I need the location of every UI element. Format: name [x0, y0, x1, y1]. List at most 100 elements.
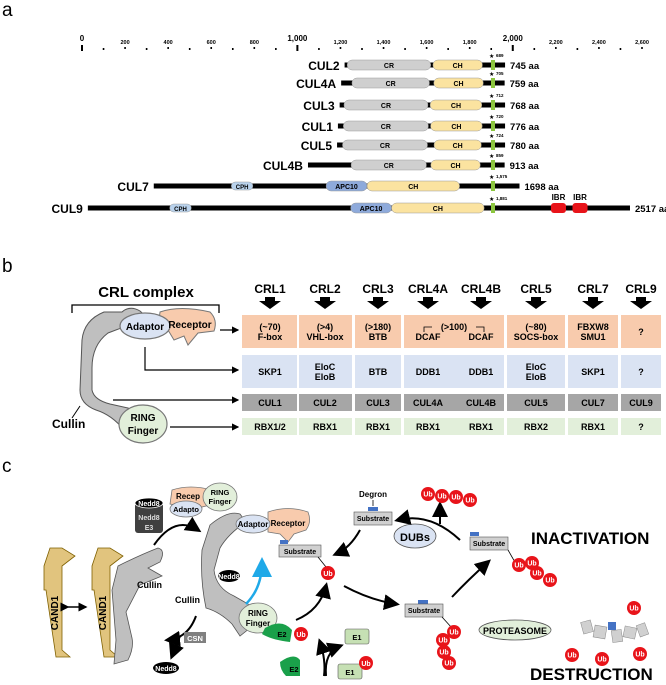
ring-label: RING: [131, 413, 156, 424]
receptor-cell: [621, 315, 661, 348]
crl-header: CRL5: [520, 282, 552, 296]
crl-bracket: [71, 304, 220, 313]
crl-complex-title: CRL complex: [98, 284, 194, 301]
cand1-label-right: CAND1: [98, 595, 109, 630]
length-label: 780 aa: [510, 141, 540, 152]
adaptor-cell: [507, 355, 565, 388]
ub-label: Ub: [545, 578, 554, 585]
rbx-text: RBX1/2: [254, 422, 286, 432]
ub-circle: [543, 573, 557, 587]
cullin-text: CUL4B: [466, 398, 497, 408]
adaptor-text: EloB: [315, 372, 336, 382]
ub-e1-label: Ub: [361, 661, 370, 668]
ch-domain: [429, 99, 483, 111]
tick-mark: [253, 47, 256, 49]
ub-circle: [627, 601, 641, 615]
receptor-text: F-box: [258, 332, 283, 342]
ub-bound: [321, 566, 335, 580]
ub-circle: [530, 566, 544, 580]
tick-minor: [188, 48, 191, 50]
rbx-cell: [299, 418, 352, 435]
length-label: 913 aa: [510, 161, 540, 172]
nedd8-free: [153, 662, 179, 674]
ch-domain: [391, 202, 485, 214]
ch-label: CH: [450, 163, 460, 170]
e1-loaded: [337, 663, 363, 680]
free-substrate-label: Substrate: [357, 516, 389, 523]
ub-label: Ub: [437, 494, 446, 501]
ch-domain: [366, 180, 460, 192]
free-receptor-label: Recep: [176, 492, 200, 501]
ub-circle: [595, 652, 609, 666]
down-arrow-icon: [367, 297, 389, 309]
receptor-text: SMU1: [580, 332, 605, 342]
ub-circle: [421, 487, 435, 501]
ibr-domain: [550, 203, 567, 213]
bound-substrate-label: Substrate: [284, 549, 316, 556]
receptor-cell: [355, 315, 401, 348]
assembled-adaptor-ellipse: [235, 514, 271, 534]
receptor-cell: [507, 315, 565, 348]
cullin-text: CUL2: [313, 398, 337, 408]
ch-label: CH: [453, 63, 463, 70]
assembled-adaptor-label: Adaptor: [238, 520, 269, 529]
cullin-cell: [568, 394, 618, 411]
tick-label: 2,600: [635, 40, 649, 46]
protein-name: CUL2: [308, 59, 340, 73]
ub-label: Ub: [444, 661, 453, 668]
tick-mark: [296, 45, 299, 51]
site-label: 1,575: [496, 174, 508, 179]
site-label: 1,881: [496, 196, 508, 201]
crl4-shared-count: (>100): [441, 322, 467, 332]
receptor-text: (>180): [365, 322, 391, 332]
nedd8-e3-top: [134, 497, 164, 509]
adaptor-text: BTB: [369, 367, 388, 377]
nedd8-e3-label-1: Nedd8: [138, 515, 160, 522]
cr-label: CR: [380, 143, 390, 150]
polyub-arrow: [343, 585, 400, 611]
e1-free: [344, 628, 370, 645]
rbx-text: ?: [638, 422, 644, 432]
tick-mark: [81, 45, 83, 51]
crl-column-crl1: CRL1: [254, 282, 286, 309]
ub-e1: [359, 656, 373, 670]
assembled-finger-label: Finger: [246, 619, 270, 628]
panel-c-label: c: [2, 456, 12, 477]
ub-e2-label: Ub: [296, 632, 305, 639]
down-arrow-icon: [470, 297, 492, 309]
star-icon: ★: [489, 153, 494, 160]
cullin-cell: [299, 394, 352, 411]
receptor-cell: [404, 315, 504, 348]
ub-circle: [449, 490, 463, 504]
site-label: 689: [496, 53, 504, 58]
ub-e2: [294, 627, 308, 641]
length-label: 2517 aa: [635, 204, 666, 215]
cullin-text: CUL1: [258, 398, 282, 408]
cullin-cell: [355, 394, 401, 411]
cr-domain: [350, 159, 427, 171]
tick-mark: [468, 47, 471, 49]
tick-mark: [598, 47, 600, 49]
cph-label: CPH: [174, 207, 187, 213]
ch-domain: [430, 159, 481, 171]
ch-label: CH: [453, 143, 463, 150]
inactivation-substrate-label: Substrate: [473, 541, 505, 548]
length-label: 768 aa: [510, 101, 540, 112]
ibr-domain: [572, 203, 588, 213]
adaptor-cell: [242, 355, 297, 388]
rbx-cell: [507, 418, 565, 435]
nedd8-bound-label: Nedd8: [218, 574, 240, 581]
adaptor-cell: [568, 355, 618, 388]
crl-column-crl2: CRL2: [309, 282, 341, 309]
nedd8-free-label: Nedd8: [155, 666, 177, 673]
tick-label: 400: [164, 40, 173, 46]
site-label: 712: [496, 93, 504, 98]
adaptor-cell: [621, 355, 661, 388]
receptor-cell: [568, 315, 618, 348]
tick-mark: [511, 45, 514, 51]
ch-domain: [432, 59, 483, 71]
tick-label: 1,400: [377, 40, 391, 46]
ibr-label: IBR: [552, 193, 566, 202]
